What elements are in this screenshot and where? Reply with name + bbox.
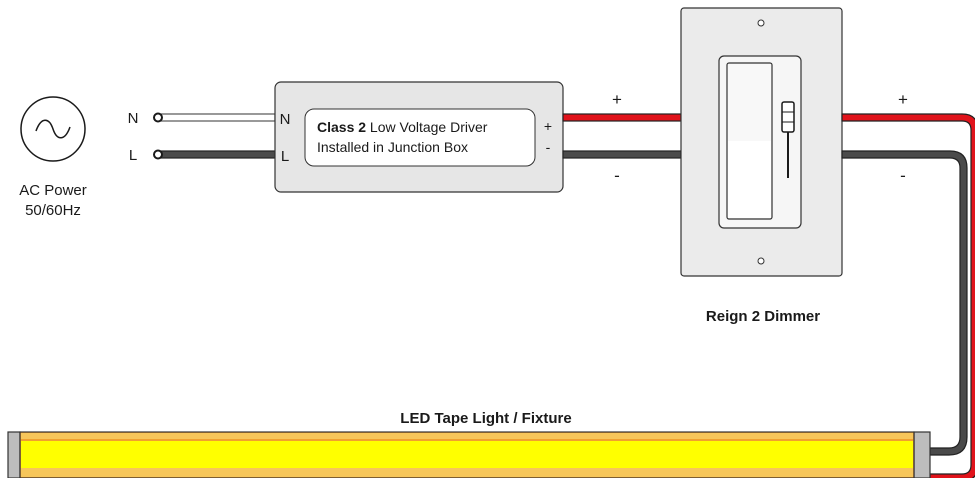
tape-edge-bottom (21, 468, 913, 477)
driver-output-plus: + (544, 118, 552, 134)
terminal-l-connector (153, 149, 163, 160)
ac-power-source: AC Power 50/60Hz (19, 96, 87, 219)
driver-input-l: L (281, 148, 289, 165)
tape-left-endcap (7, 431, 21, 478)
neutral-wire (157, 113, 276, 122)
driver-subtitle: Installed in Junction Box (317, 139, 468, 155)
driver-box: N L Class 2 Low Voltage Driver Installed… (274, 81, 564, 193)
wire-plus-label-1: + (612, 90, 622, 109)
positive-wire-driver-dimmer (562, 113, 682, 122)
led-tape-fixture (7, 431, 931, 478)
driver-title: Class 2 Low Voltage Driver (317, 119, 488, 135)
negative-wire-dimmer-tape (841, 150, 968, 456)
top-screw-icon (757, 19, 765, 27)
driver-title-bold: Class 2 (317, 119, 366, 135)
driver-label-panel (304, 108, 536, 167)
tape-label: LED Tape Light / Fixture (400, 410, 571, 427)
terminal-n-label: N (128, 110, 139, 127)
ac-power-label: AC Power (19, 182, 87, 199)
driver-title-rest: Low Voltage Driver (366, 119, 488, 135)
driver-output-minus: - (546, 139, 551, 155)
driver-input-n: N (280, 111, 291, 128)
wire-plus-label-2: + (898, 90, 908, 109)
dimmer-label: Reign 2 Dimmer (706, 308, 820, 325)
negative-wire-driver-dimmer (562, 150, 682, 159)
dimmer-rocker-lower-half (728, 141, 771, 218)
dimmer-wallplate (680, 7, 843, 277)
dimmer-slider-handle[interactable] (781, 101, 795, 133)
tape-glow (21, 441, 913, 468)
wire-minus-label-2: - (900, 166, 906, 185)
ac-frequency-label: 50/60Hz (25, 202, 81, 219)
terminal-l-label: L (129, 147, 137, 164)
positive-wire-dimmer-tape (841, 113, 975, 478)
wire-minus-label-1: - (614, 166, 620, 185)
tape-right-endcap (913, 431, 931, 478)
bottom-screw-icon (757, 257, 765, 265)
terminal-n-connector (153, 112, 163, 123)
sine-wave-icon (35, 119, 71, 139)
line-wire (157, 150, 276, 159)
tape-edge-top (21, 433, 913, 439)
